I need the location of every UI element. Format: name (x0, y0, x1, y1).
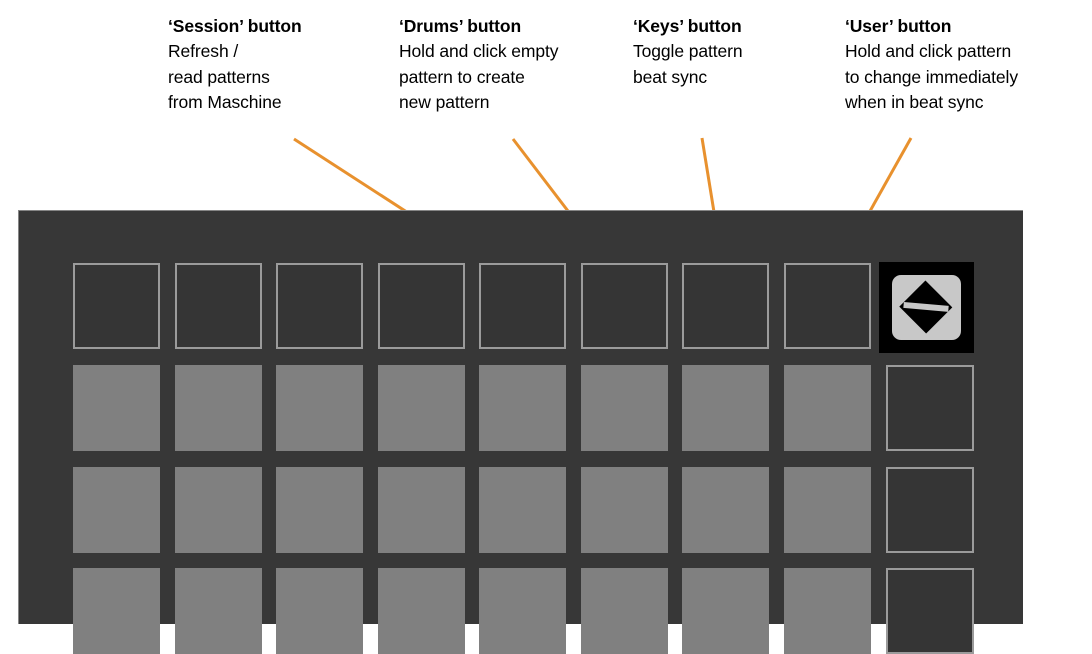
function-button-6[interactable] (580, 263, 668, 349)
pad-r1-c3[interactable] (276, 365, 363, 451)
pad-r2-c8[interactable] (783, 466, 871, 553)
function-button-2[interactable] (174, 263, 262, 349)
annotation-keys: ‘Keys’ button Toggle pattern beat sync (633, 14, 743, 90)
scene-button-3[interactable] (886, 568, 974, 654)
annotation-title: ‘Drums’ button (399, 16, 522, 36)
annotation-title: ‘Session’ button (168, 16, 302, 36)
function-button-3[interactable] (276, 263, 363, 349)
pad-r3-c5[interactable] (479, 568, 566, 654)
pad-r1-c4[interactable] (377, 365, 465, 451)
launchpad-device-panel (18, 210, 1023, 654)
pad-r2-c1[interactable] (73, 466, 160, 553)
pad-r1-c8[interactable] (783, 365, 871, 451)
scene-button-1[interactable] (886, 365, 974, 451)
pad-r3-c2[interactable] (174, 568, 262, 654)
annotation-session: ‘Session’ button Refresh / read patterns… (168, 14, 302, 116)
pad-r1-c7[interactable] (682, 365, 769, 451)
pad-r3-c1[interactable] (73, 568, 160, 654)
pad-r3-c4[interactable] (377, 568, 465, 654)
novation-logo-slash (903, 302, 950, 313)
pad-r2-c7[interactable] (682, 466, 769, 553)
pad-r3-c6[interactable] (580, 568, 668, 654)
annotation-body: Refresh / read patterns from Maschine (168, 41, 282, 112)
pad-r1-c5[interactable] (479, 365, 566, 451)
user-button[interactable] (783, 263, 871, 349)
pad-r3-c8[interactable] (783, 568, 871, 654)
pad-r1-c6[interactable] (580, 365, 668, 451)
annotation-body: Hold and click empty pattern to create n… (399, 41, 559, 112)
pad-r2-c2[interactable] (174, 466, 262, 553)
annotation-title: ‘User’ button (845, 16, 952, 36)
pad-r2-c5[interactable] (479, 466, 566, 553)
drums-button[interactable] (479, 263, 566, 349)
pad-r3-c7[interactable] (682, 568, 769, 654)
annotation-drums: ‘Drums’ button Hold and click empty patt… (399, 14, 559, 116)
annotation-title: ‘Keys’ button (633, 16, 742, 36)
novation-logo-icon (879, 262, 974, 353)
pad-r1-c1[interactable] (73, 365, 160, 451)
pad-r2-c4[interactable] (377, 466, 465, 553)
pad-r2-c6[interactable] (580, 466, 668, 553)
function-button-4[interactable] (377, 263, 465, 349)
novation-logo-diamond (899, 280, 953, 334)
pad-r1-c2[interactable] (174, 365, 262, 451)
keys-button[interactable] (682, 263, 769, 349)
scene-button-2[interactable] (886, 466, 974, 553)
annotation-body: Hold and click pattern to change immedia… (845, 41, 1018, 112)
pad-r3-c3[interactable] (276, 568, 363, 654)
novation-logo-plate (892, 274, 961, 341)
annotation-body: Toggle pattern beat sync (633, 41, 743, 87)
pad-r2-c3[interactable] (276, 466, 363, 553)
session-button[interactable] (73, 263, 160, 349)
annotation-user: ‘User’ button Hold and click pattern to … (845, 14, 1018, 116)
